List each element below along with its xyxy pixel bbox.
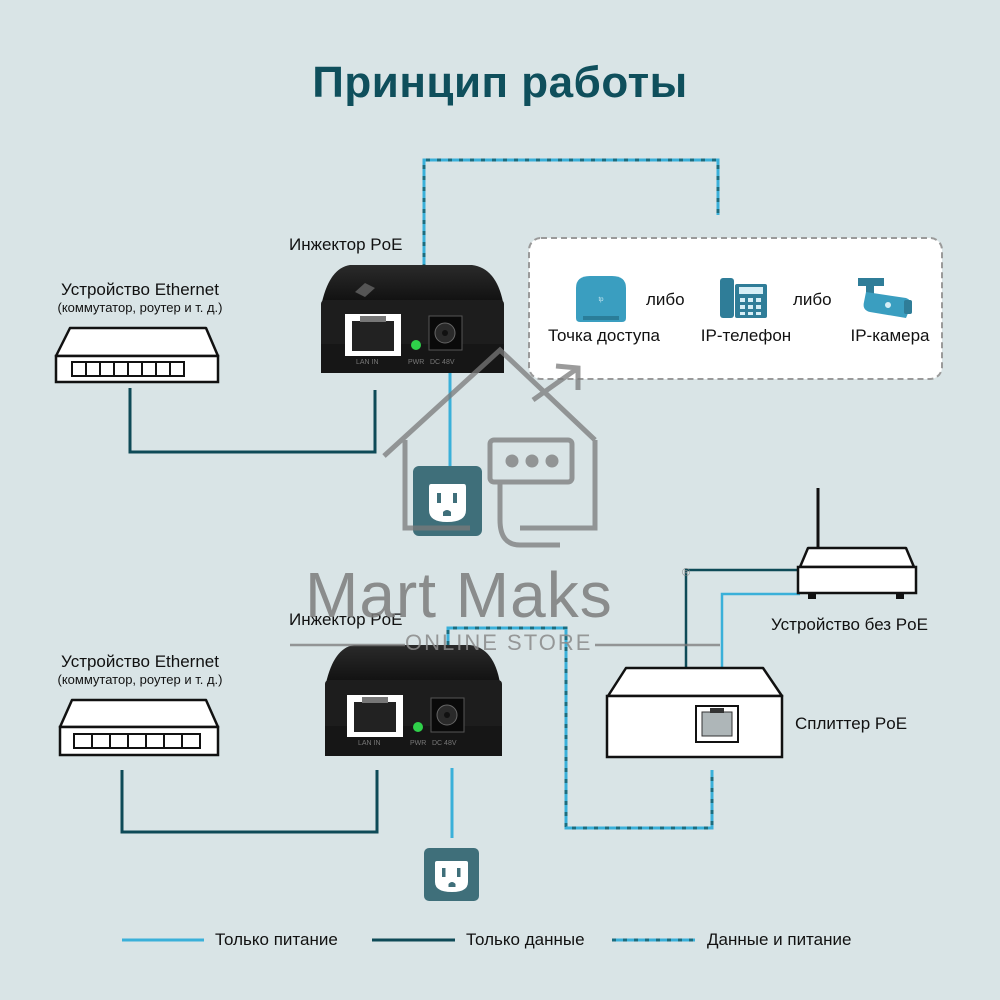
page-title: Принцип работы <box>312 58 688 107</box>
splitter-label: Сплиттер PoE <box>795 714 908 733</box>
power-outlet-icon <box>413 466 482 536</box>
ip-camera-icon <box>858 278 912 318</box>
or-label: либо <box>793 290 832 309</box>
top-ethernet-switch <box>54 326 220 384</box>
watermark-sub: ONLINE STORE <box>405 630 593 655</box>
bottom-injector-label: Инжектор PoE <box>289 610 403 629</box>
bottom-data-line <box>120 770 379 834</box>
device-label-ip-camera: IP-камера <box>850 326 930 345</box>
top-data-line <box>128 388 377 454</box>
port-label-pwr: PWR <box>410 740 427 747</box>
or-label: либо <box>646 290 685 309</box>
device-label-ip-phone: IP-телефон <box>700 326 792 345</box>
port-label-lan: LAN IN <box>356 359 379 366</box>
top-injector-label: Инжектор PoE <box>289 235 403 254</box>
bottom-ethernet-sub: (коммутатор, роутер и т. д.) <box>57 672 223 687</box>
top-poe-injector <box>321 265 504 373</box>
bottom-ethernet-switch <box>58 698 220 757</box>
non-poe-router <box>796 488 918 599</box>
poe-splitter <box>605 666 784 759</box>
no-poe-label: Устройство без PoE <box>771 615 928 634</box>
splitter-power-line <box>720 592 800 668</box>
port-label-dc: DC 48V <box>432 740 457 747</box>
port-label-dc: DC 48V <box>430 359 455 366</box>
house-watermark-icon <box>290 346 720 647</box>
bottom-poe-injector <box>325 645 502 756</box>
legend-label-power: Только питание <box>215 930 338 949</box>
legend-label-both: Данные и питание <box>707 930 852 949</box>
top-data-power-line <box>422 158 720 268</box>
splitter-data-line <box>684 568 800 668</box>
legend-label-data: Только данные <box>466 930 585 949</box>
top-ethernet-label: Устройство Ethernet <box>61 280 219 299</box>
svg-text:tp: tp <box>598 297 604 303</box>
power-outlet-icon <box>424 848 479 901</box>
ip-phone-icon <box>720 278 767 318</box>
top-ethernet-sub: (коммутатор, роутер и т. д.) <box>57 300 223 315</box>
access-point-icon: tp <box>576 276 626 322</box>
port-label-lan: LAN IN <box>358 740 381 747</box>
watermark-registered: ® <box>682 567 691 579</box>
watermark-name: Mart Maks <box>305 559 613 631</box>
bottom-ethernet-label: Устройство Ethernet <box>61 652 219 671</box>
port-label-pwr: PWR <box>408 359 425 366</box>
device-label-access-point: Точка доступа <box>548 326 660 345</box>
